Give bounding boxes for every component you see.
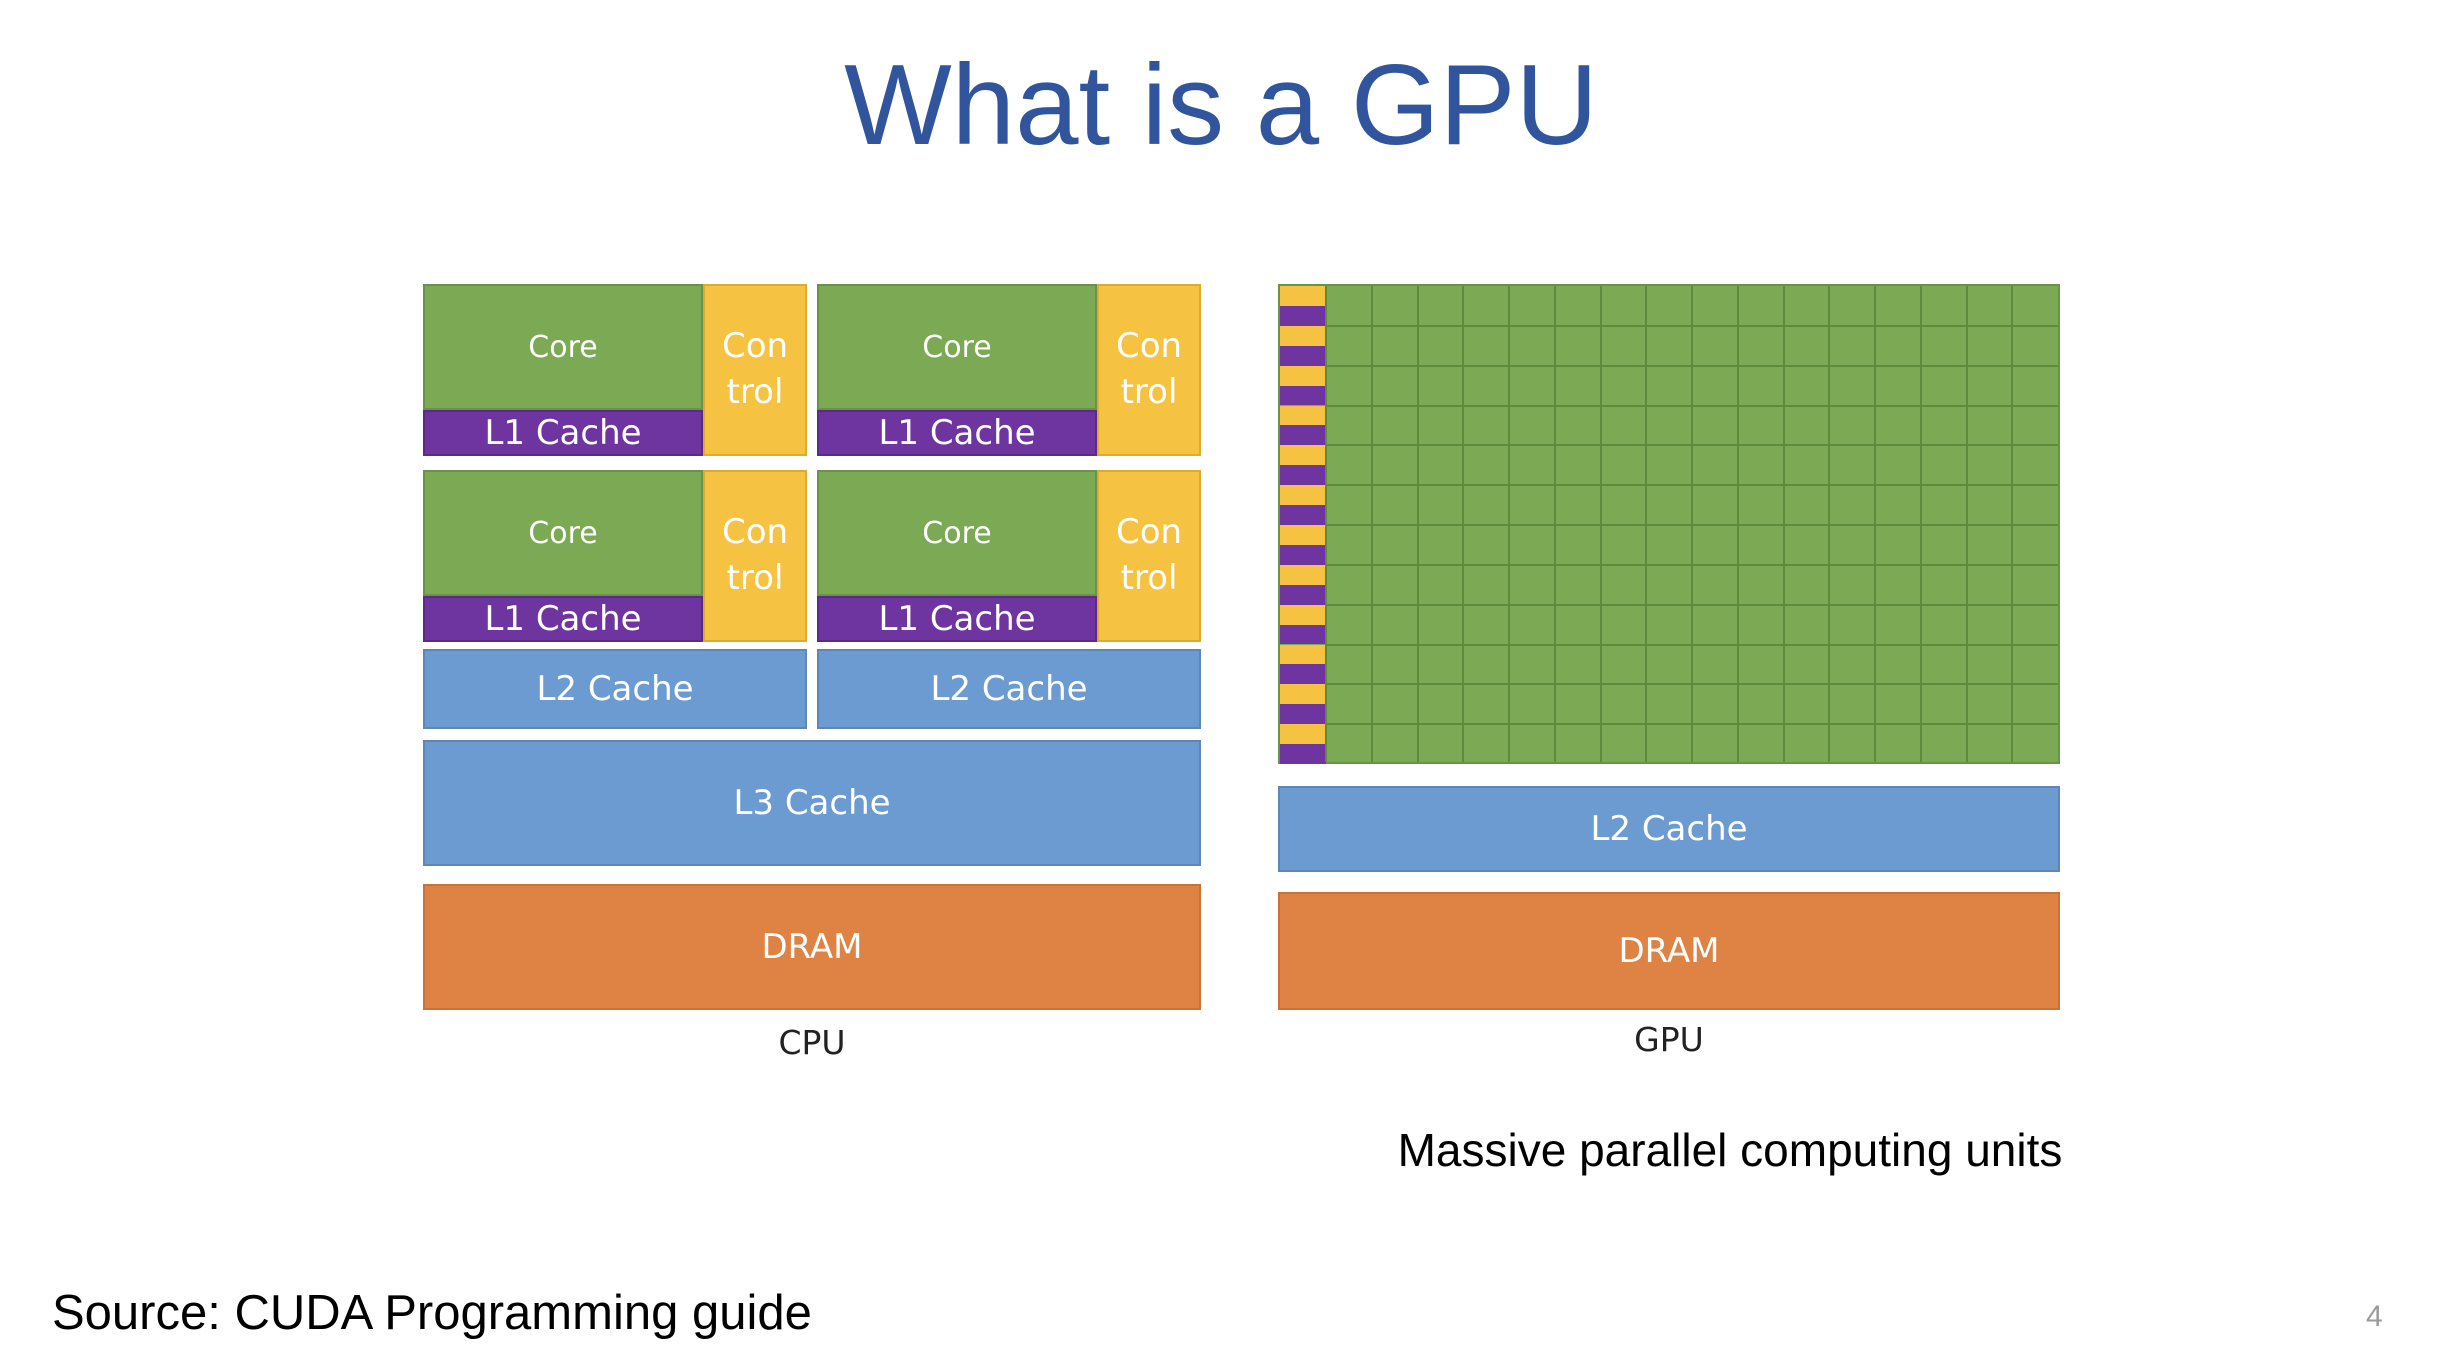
slide-title: What is a GPU [844,42,1598,169]
gpu-control-stripe [1280,604,1326,625]
cpu-core: Core [817,284,1097,410]
gpu-l1-stripe [1280,505,1326,525]
gpu-grid-col-line [1645,286,1648,762]
cpu-control: Con trol [703,284,807,456]
cpu-caption: CPU [778,1023,846,1062]
gpu-control-stripe [1280,525,1326,545]
cpu-core: Core [817,470,1097,596]
cpu-l1-cache: L1 Cache [423,410,703,456]
gpu-control-stripe [1280,644,1326,665]
cpu-control: Con trol [1097,470,1201,642]
gpu-grid-col-line [1325,286,1327,762]
gpu-grid-col-line [1553,286,1556,762]
gpu-grid-col-line [1691,286,1693,762]
gpu-control-stripe [1280,365,1326,386]
gpu-l1-stripe [1280,704,1326,725]
gpu-l1-stripe [1280,305,1326,326]
gpu-control-stripe [1280,724,1326,745]
cpu-dram: DRAM [423,884,1201,1010]
gpu-grid-col-line [1370,286,1373,762]
gpu-grid-col-line [1965,286,1968,762]
gpu-l1-stripe [1280,744,1326,764]
cpu-l1-cache: L1 Cache [817,410,1097,456]
page-number: 4 [2366,1300,2383,1333]
gpu-control-stripe [1280,684,1326,705]
gpu-l1-stripe [1280,544,1326,565]
gpu-grid-col-line [2011,286,2014,762]
cpu-l2-cache: L2 Cache [817,649,1201,729]
cpu-l1-cache: L1 Cache [817,596,1097,642]
gpu-caption: GPU [1634,1020,1704,1059]
gpu-grid-col-line [1416,286,1419,762]
cpu-control: Con trol [1097,284,1201,456]
cpu-control: Con trol [703,470,807,642]
source-citation: Source: CUDA Programming guide [52,1286,812,1340]
gpu-grid-col-line [1599,286,1602,762]
cpu-core: Core [423,284,703,410]
cpu-l3-cache: L3 Cache [423,740,1201,866]
gpu-grid-col-line [1736,286,1739,762]
gpu-grid-col-line [1828,286,1831,762]
gpu-control-stripe [1280,564,1326,585]
gpu-l1-stripe [1280,624,1326,645]
gpu-l1-stripe [1280,425,1326,446]
gpu-control-stripe [1280,325,1326,346]
gpu-control-stripe [1280,286,1326,306]
gpu-grid-col-line [1508,286,1510,762]
gpu-l1-stripe [1280,465,1326,486]
cpu-core: Core [423,470,703,596]
gpu-control-stripe [1280,405,1326,426]
gpu-grid-col-line [1462,286,1465,762]
gpu-l1-stripe [1280,345,1326,366]
gpu-l1-stripe [1280,664,1326,685]
gpu-grid-col-line [1874,286,1876,762]
gpu-control-stripe [1280,445,1326,466]
gpu-grid-col-line [1919,286,1922,762]
gpu-l1-stripe [1280,584,1326,605]
gpu-description: Massive parallel computing units [1397,1124,2063,1176]
gpu-grid-col-line [1782,286,1785,762]
cpu-l2-cache: L2 Cache [423,649,807,729]
gpu-l1-stripe [1280,385,1326,406]
gpu-dram: DRAM [1278,892,2060,1010]
gpu-core-grid [1278,284,2060,764]
cpu-l1-cache: L1 Cache [423,596,703,642]
gpu-l2-cache: L2 Cache [1278,786,2060,872]
gpu-control-stripe [1280,485,1326,506]
